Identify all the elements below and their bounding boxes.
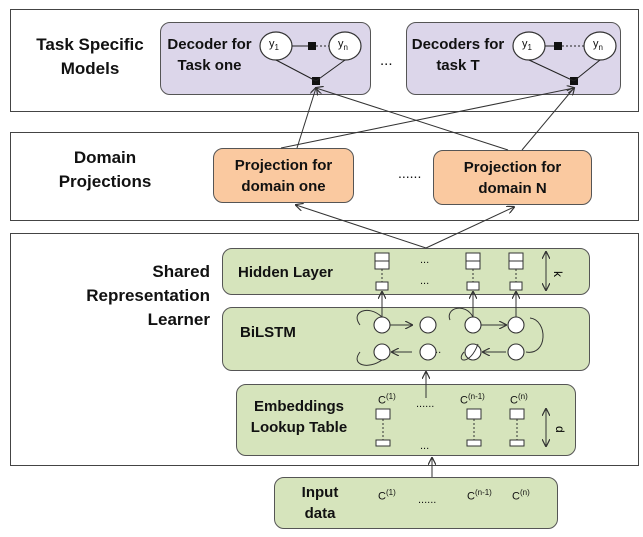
bilstm-box bbox=[222, 307, 590, 371]
emb-dots: ...... bbox=[416, 398, 435, 410]
emb-c1: C(1) bbox=[378, 392, 396, 407]
emb-cn: C(n) bbox=[510, 392, 528, 407]
yn-label-task-t: yn bbox=[593, 38, 603, 53]
projection-ellipsis: ...... bbox=[398, 165, 422, 181]
input-data-box bbox=[274, 477, 558, 529]
bilstm-nodes bbox=[373, 316, 525, 361]
hidden-layer-box bbox=[222, 248, 590, 295]
k-label: k bbox=[551, 271, 565, 278]
emb-dots-2: ... bbox=[420, 440, 430, 452]
d-label: d bbox=[553, 426, 567, 433]
decoder-t-nodes bbox=[512, 31, 617, 85]
hidden-layer-dots: ... bbox=[420, 254, 430, 266]
projection-domain-one bbox=[213, 148, 354, 203]
yn-label-task-one: yn bbox=[338, 38, 348, 53]
input-dots: ...... bbox=[418, 494, 437, 506]
input-c1: C(1) bbox=[378, 488, 396, 503]
hidden-vectors bbox=[374, 252, 524, 291]
bilstm-label: BiLSTM bbox=[240, 324, 296, 341]
input-cn: C(n) bbox=[512, 488, 530, 503]
decoder-one-nodes bbox=[259, 31, 362, 85]
bilstm-dots-bottom: ... bbox=[432, 344, 442, 356]
decoder-ellipsis: ... bbox=[380, 52, 393, 69]
emb-cn1: C(n-1) bbox=[460, 392, 485, 407]
hidden-layer-dots-2: ... bbox=[420, 275, 430, 287]
projection-domain-n bbox=[433, 150, 592, 205]
decoder-task-t bbox=[406, 22, 621, 95]
input-cn1: C(n-1) bbox=[467, 488, 492, 503]
y1-label-task-one: y1 bbox=[269, 38, 279, 53]
embedding-vectors bbox=[375, 408, 525, 447]
hidden-layer-label: Hidden Layer bbox=[238, 264, 334, 281]
y1-label-task-t: y1 bbox=[522, 38, 532, 53]
